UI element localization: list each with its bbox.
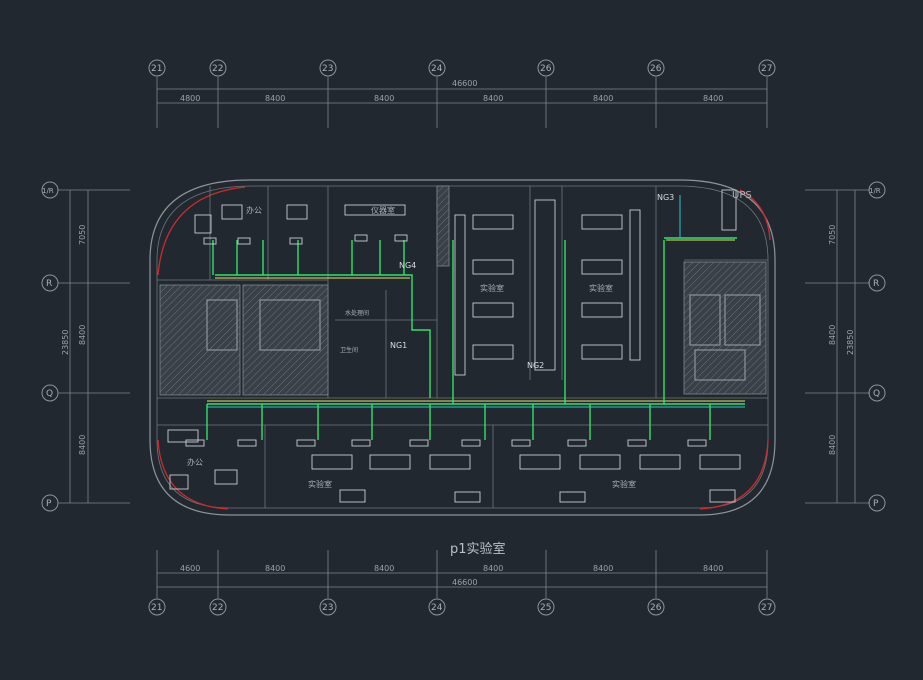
- grid-col-bottom-4: 24: [431, 603, 443, 613]
- grid-row-right-1: 1/R: [869, 187, 881, 195]
- gas-piping: [206, 195, 745, 440]
- dim-bottom-seg-1: 4600: [180, 564, 200, 573]
- gas-tag-ng3: NG3: [657, 193, 674, 202]
- left-stair-zone: [159, 284, 241, 396]
- grid-col-top-4: 24: [431, 64, 443, 74]
- grid-col-bottom-2: 22: [212, 603, 223, 613]
- room-lab-4: 实验室: [612, 479, 636, 489]
- dim-right-3: 8400: [828, 435, 837, 455]
- dim-seg-4: 8400: [483, 94, 503, 103]
- room-ups: UPS: [732, 190, 752, 201]
- room-office-top-left: 办公: [246, 205, 262, 215]
- left-core-zone: [242, 284, 329, 396]
- room-toilet: 卫生间: [340, 346, 358, 354]
- dim-seg-2: 8400: [265, 94, 285, 103]
- dim-bottom-seg-2: 8400: [265, 564, 285, 573]
- dim-bottom-seg-6: 8400: [703, 564, 723, 573]
- grid-col-top-5: 26: [540, 64, 552, 74]
- dim-left-1: 7050: [78, 225, 87, 245]
- top-core-zone: [436, 185, 450, 267]
- dim-bottom-seg-3: 8400: [374, 564, 394, 573]
- benches-bottom: [311, 454, 741, 503]
- gas-tag-ng4: NG4: [399, 261, 416, 270]
- dim-bottom-seg-5: 8400: [593, 564, 613, 573]
- dim-overall-top: 46600: [452, 79, 477, 88]
- grid-col-top-1: 21: [151, 64, 162, 74]
- grid-row-left-3: Q: [46, 389, 53, 399]
- dim-seg-3: 8400: [374, 94, 394, 103]
- dim-seg-5: 8400: [593, 94, 613, 103]
- dim-right-1: 7050: [828, 225, 837, 245]
- room-office-bottom-left: 办公: [187, 457, 203, 467]
- grid-col-top-3: 23: [322, 64, 333, 74]
- grid-row-right-2: R: [873, 279, 879, 289]
- drawing-title: p1实验室: [450, 541, 506, 557]
- grid-col-bottom-5: 25: [540, 603, 551, 613]
- dim-right-2: 8400: [828, 325, 837, 345]
- dim-seg-1: 4800: [180, 94, 200, 103]
- dim-right-total: 23850: [846, 330, 855, 355]
- dim-seg-6: 8400: [703, 94, 723, 103]
- grid-row-right-3: Q: [873, 389, 880, 399]
- grid-col-top-6: 26: [650, 64, 662, 74]
- core-rooms: [206, 294, 761, 381]
- room-lab-3: 实验室: [308, 479, 332, 489]
- top-grid-bubbles: 21 22 23 24 26 26 27: [148, 59, 776, 77]
- grid-row-right-4: P: [873, 499, 879, 509]
- gas-tags: NG1 NG2 NG3 NG4: [390, 193, 674, 370]
- dim-left-total: 23850: [61, 330, 70, 355]
- gas-outlets: [185, 234, 707, 447]
- top-dimensions: 46600 4800 8400 8400 8400 8400 8400: [156, 77, 768, 128]
- bottom-grid-bubbles: 21 22 23 24 25 26 27: [148, 598, 776, 616]
- grid-col-bottom-7: 27: [761, 603, 772, 613]
- gas-tag-ng2: NG2: [527, 361, 544, 370]
- dim-left-3: 8400: [78, 435, 87, 455]
- grid-col-bottom-1: 21: [151, 603, 162, 613]
- building-outline: [149, 179, 776, 516]
- grid-col-top-2: 22: [212, 64, 223, 74]
- room-labels: 办公 仪器室 水处理间 卫生间 实验室 实验室 实验室 实验室 办公 UPS: [187, 190, 752, 489]
- bottom-dimensions: 4600 8400 8400 8400 8400 8400 46600: [156, 550, 768, 598]
- benches-top: [454, 199, 641, 376]
- dim-overall-bottom: 46600: [452, 578, 477, 587]
- grid-col-bottom-6: 26: [650, 603, 662, 613]
- grid-row-left-4: P: [46, 499, 52, 509]
- room-water: 水处理间: [345, 309, 369, 317]
- grid-col-top-7: 27: [761, 64, 772, 74]
- grid-col-bottom-3: 23: [322, 603, 333, 613]
- gas-tag-ng1: NG1: [390, 341, 407, 350]
- room-instrument: 仪器室: [371, 205, 395, 215]
- dim-left-2: 8400: [78, 325, 87, 345]
- dim-bottom-seg-4: 8400: [483, 564, 503, 573]
- room-lab-2: 实验室: [589, 283, 613, 293]
- grid-row-left-1: 1/R: [42, 187, 54, 195]
- grid-row-left-2: R: [46, 279, 52, 289]
- office-furniture: [167, 189, 737, 490]
- left-dimensions: 7050 8400 8400 23850 1/R R Q P: [41, 181, 130, 512]
- right-dimensions: 7050 8400 8400 23850 1/R R Q P: [805, 181, 886, 512]
- room-lab-1: 实验室: [480, 283, 504, 293]
